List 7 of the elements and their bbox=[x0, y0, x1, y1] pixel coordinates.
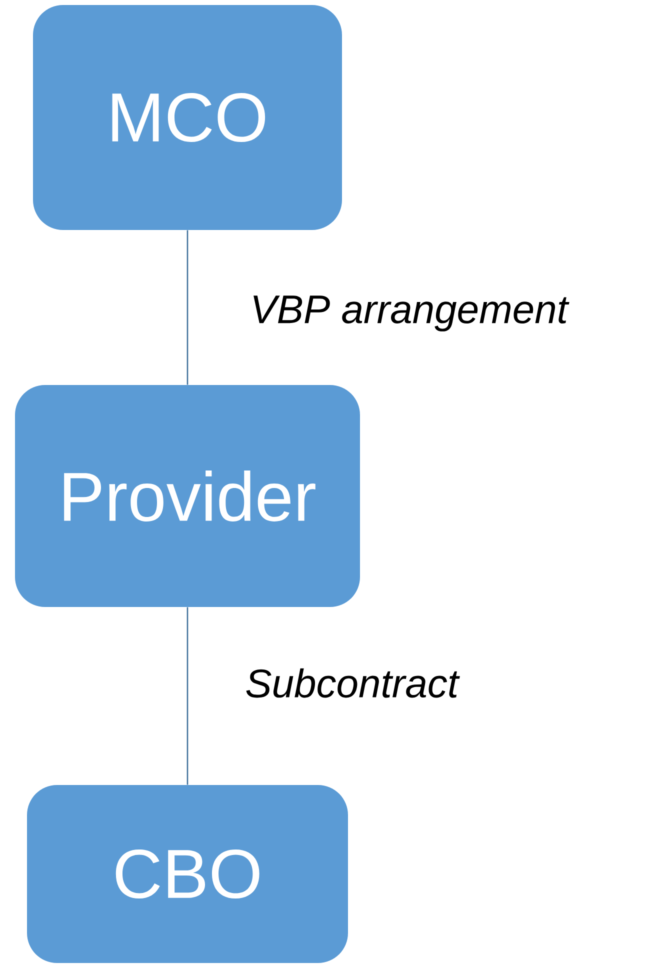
edge-label: VBP arrangement bbox=[254, 296, 570, 332]
connector-line bbox=[186, 230, 188, 385]
edge-label: Subcontract bbox=[246, 668, 460, 698]
process-box: MCO bbox=[33, 5, 342, 230]
process-box: Provider bbox=[15, 385, 360, 607]
connector-line bbox=[186, 607, 188, 785]
process-box: CBO bbox=[27, 785, 348, 963]
